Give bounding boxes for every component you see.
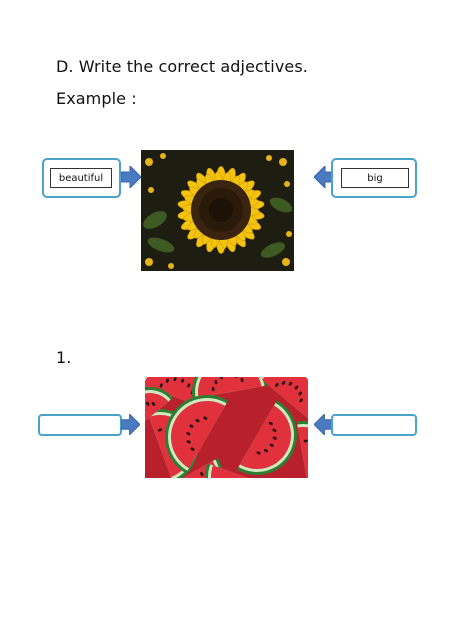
sunflower-image (141, 150, 294, 271)
right-arrow-icon (121, 414, 140, 435)
example-left-callout: beautiful (42, 158, 121, 198)
instruction-heading: D. Write the correct adjectives. (56, 57, 308, 76)
example-label: Example : (56, 89, 137, 108)
question-1-left-answer-box[interactable] (38, 414, 122, 436)
question-1-number: 1. (56, 348, 72, 367)
example-right-callout: big (331, 158, 417, 198)
example-right-answer-box: big (341, 168, 409, 188)
watermelon-image (145, 377, 308, 478)
example-left-adjective: beautiful (58, 172, 104, 184)
question-1-right-answer-box[interactable] (331, 414, 417, 436)
example-left-answer-box: beautiful (50, 168, 112, 188)
example-right-adjective: big (367, 172, 383, 184)
right-arrow-icon (121, 166, 141, 188)
